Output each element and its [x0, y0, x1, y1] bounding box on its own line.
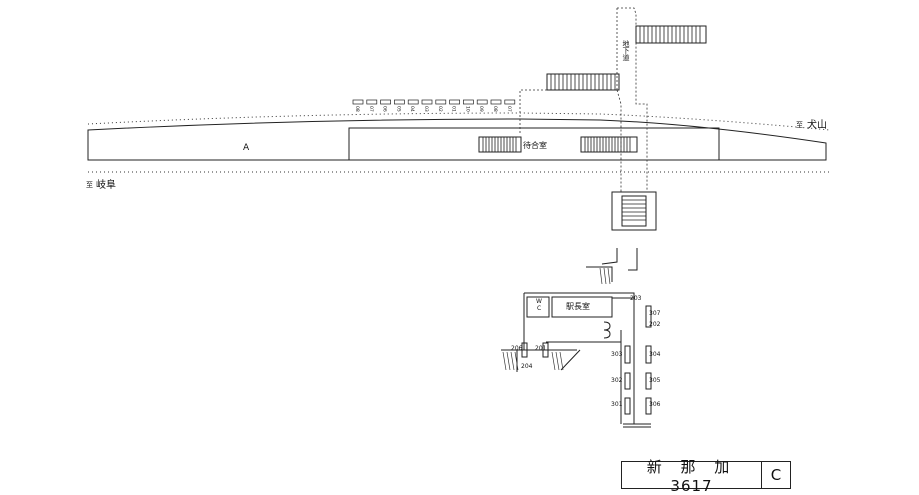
- stair-entrance-box: [611, 191, 657, 231]
- concourse-plan: [501, 248, 652, 428]
- toward-gifu-prefix: 至: [86, 181, 93, 189]
- car-stop-label: 06: [382, 106, 388, 112]
- wc-label-w: W: [536, 298, 542, 305]
- car-stop-label: 07: [506, 106, 512, 112]
- toward-inuyama-prefix: 至: [796, 121, 803, 129]
- platform-outline: [87, 118, 827, 161]
- car-stop-label: 10: [464, 106, 470, 112]
- car-stop-marker: [380, 99, 391, 105]
- car-stop-marker: [352, 99, 364, 105]
- number-303: 303: [611, 351, 623, 358]
- car-stop-marker: [504, 99, 516, 105]
- number-204: 204: [521, 363, 533, 370]
- car-stop-label: 08: [492, 106, 498, 112]
- car-stop-label: 02: [437, 106, 443, 112]
- car-stop-marker: [407, 99, 419, 105]
- number-304: 304: [649, 351, 661, 358]
- waiting-room-label: 待合室: [523, 140, 547, 150]
- underpass-label: 地下道: [622, 39, 630, 62]
- station-number: 3617: [670, 476, 713, 495]
- car-stop-markers: 08 07 06 05 04 03 02 01 10 09 08 07: [352, 99, 516, 112]
- station-building: [348, 127, 720, 161]
- toward-inuyama-label: 犬山: [807, 118, 827, 131]
- number-307: 307: [649, 310, 661, 317]
- number-201: 201: [535, 345, 547, 352]
- car-stop-label: 03: [423, 106, 429, 112]
- underpass-outline: [519, 7, 648, 192]
- number-206: 206: [511, 345, 523, 352]
- car-stop-marker: [435, 99, 447, 105]
- station-grade: C: [761, 462, 790, 488]
- number-203: 203: [630, 295, 642, 302]
- station-name: 新 那 加 3617: [646, 457, 737, 495]
- platform-label: A: [243, 143, 250, 153]
- number-306: 306: [649, 401, 661, 408]
- waiting-room-bench-left: [478, 136, 522, 153]
- car-stop-marker: [449, 99, 460, 105]
- car-stop-marker: [463, 99, 474, 105]
- car-stop-marker: [490, 99, 502, 105]
- wc-label-c: C: [537, 305, 541, 312]
- track-upper: [87, 112, 831, 131]
- car-stop-label: 08: [354, 106, 360, 112]
- car-stop-label: 07: [368, 106, 374, 112]
- number-302: 302: [611, 377, 623, 384]
- car-stop-label: 01: [451, 106, 457, 112]
- number-202: 202: [649, 321, 661, 328]
- number-301: 301: [611, 401, 623, 408]
- toward-gifu-label: 岐阜: [96, 178, 116, 191]
- car-stop-marker: [421, 99, 433, 105]
- waiting-room-bench-right: [580, 136, 638, 153]
- car-stop-label: 09: [478, 106, 484, 112]
- car-stop-marker: [366, 99, 378, 105]
- car-stop-label: 05: [395, 106, 401, 112]
- number-305: 305: [649, 377, 661, 384]
- station-title-box: 新 那 加 3617 C: [621, 458, 791, 495]
- car-stop-label: 04: [409, 106, 415, 112]
- car-stop-marker: [476, 99, 488, 105]
- stationmaster-room-label: 駅長室: [566, 301, 590, 311]
- underpass-bench-top: [635, 25, 707, 44]
- car-stop-marker: [394, 99, 405, 105]
- underpass-bench-mid: [546, 73, 620, 91]
